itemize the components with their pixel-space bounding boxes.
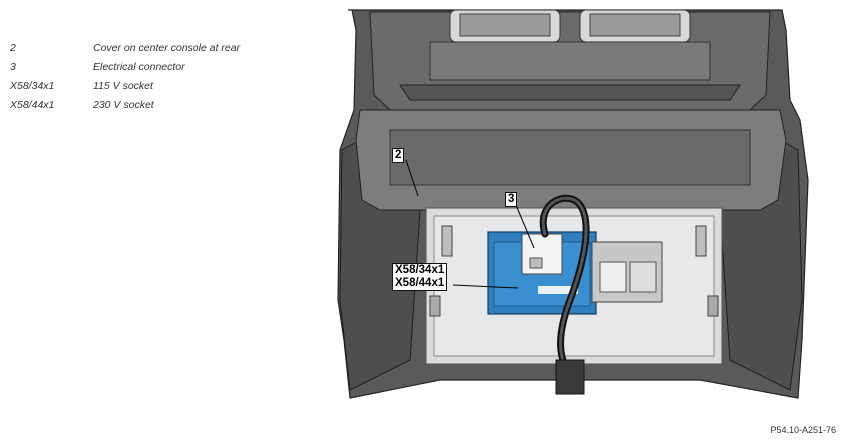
leader-line-sockets	[452, 284, 519, 289]
legend-row: X58/34x1 115 V socket	[10, 76, 310, 95]
legend-description: Cover on center console at rear	[93, 41, 241, 54]
legend-description: 115 V socket	[93, 79, 153, 92]
legend-code: 2	[10, 41, 16, 54]
callout-sockets: X58/34x1 X58/44x1	[392, 263, 448, 291]
callout-3: 3	[505, 192, 518, 207]
bottom-bracket	[555, 359, 585, 395]
center-console-illustration	[337, 9, 809, 399]
legend-code: 3	[10, 60, 16, 73]
leader-line-3	[515, 204, 535, 249]
callout-socket-115v: X58/34x1	[395, 264, 445, 276]
legend-row: 3 Electrical connector	[10, 57, 310, 76]
callout-socket-230v: X58/44x1	[395, 277, 445, 289]
legend: 2 Cover on center console at rear 3 Elec…	[10, 38, 310, 114]
callout-2: 2	[392, 148, 405, 163]
legend-row: 2 Cover on center console at rear	[10, 38, 310, 57]
legend-code: X58/44x1	[10, 98, 55, 111]
legend-description: 230 V socket	[93, 98, 154, 111]
legend-code: X58/34x1	[10, 79, 55, 92]
leader-line-2	[405, 159, 419, 197]
legend-description: Electrical connector	[93, 60, 185, 73]
figure-reference: P54.10-A251-76	[770, 425, 836, 435]
legend-row: X58/44x1 230 V socket	[10, 95, 310, 114]
